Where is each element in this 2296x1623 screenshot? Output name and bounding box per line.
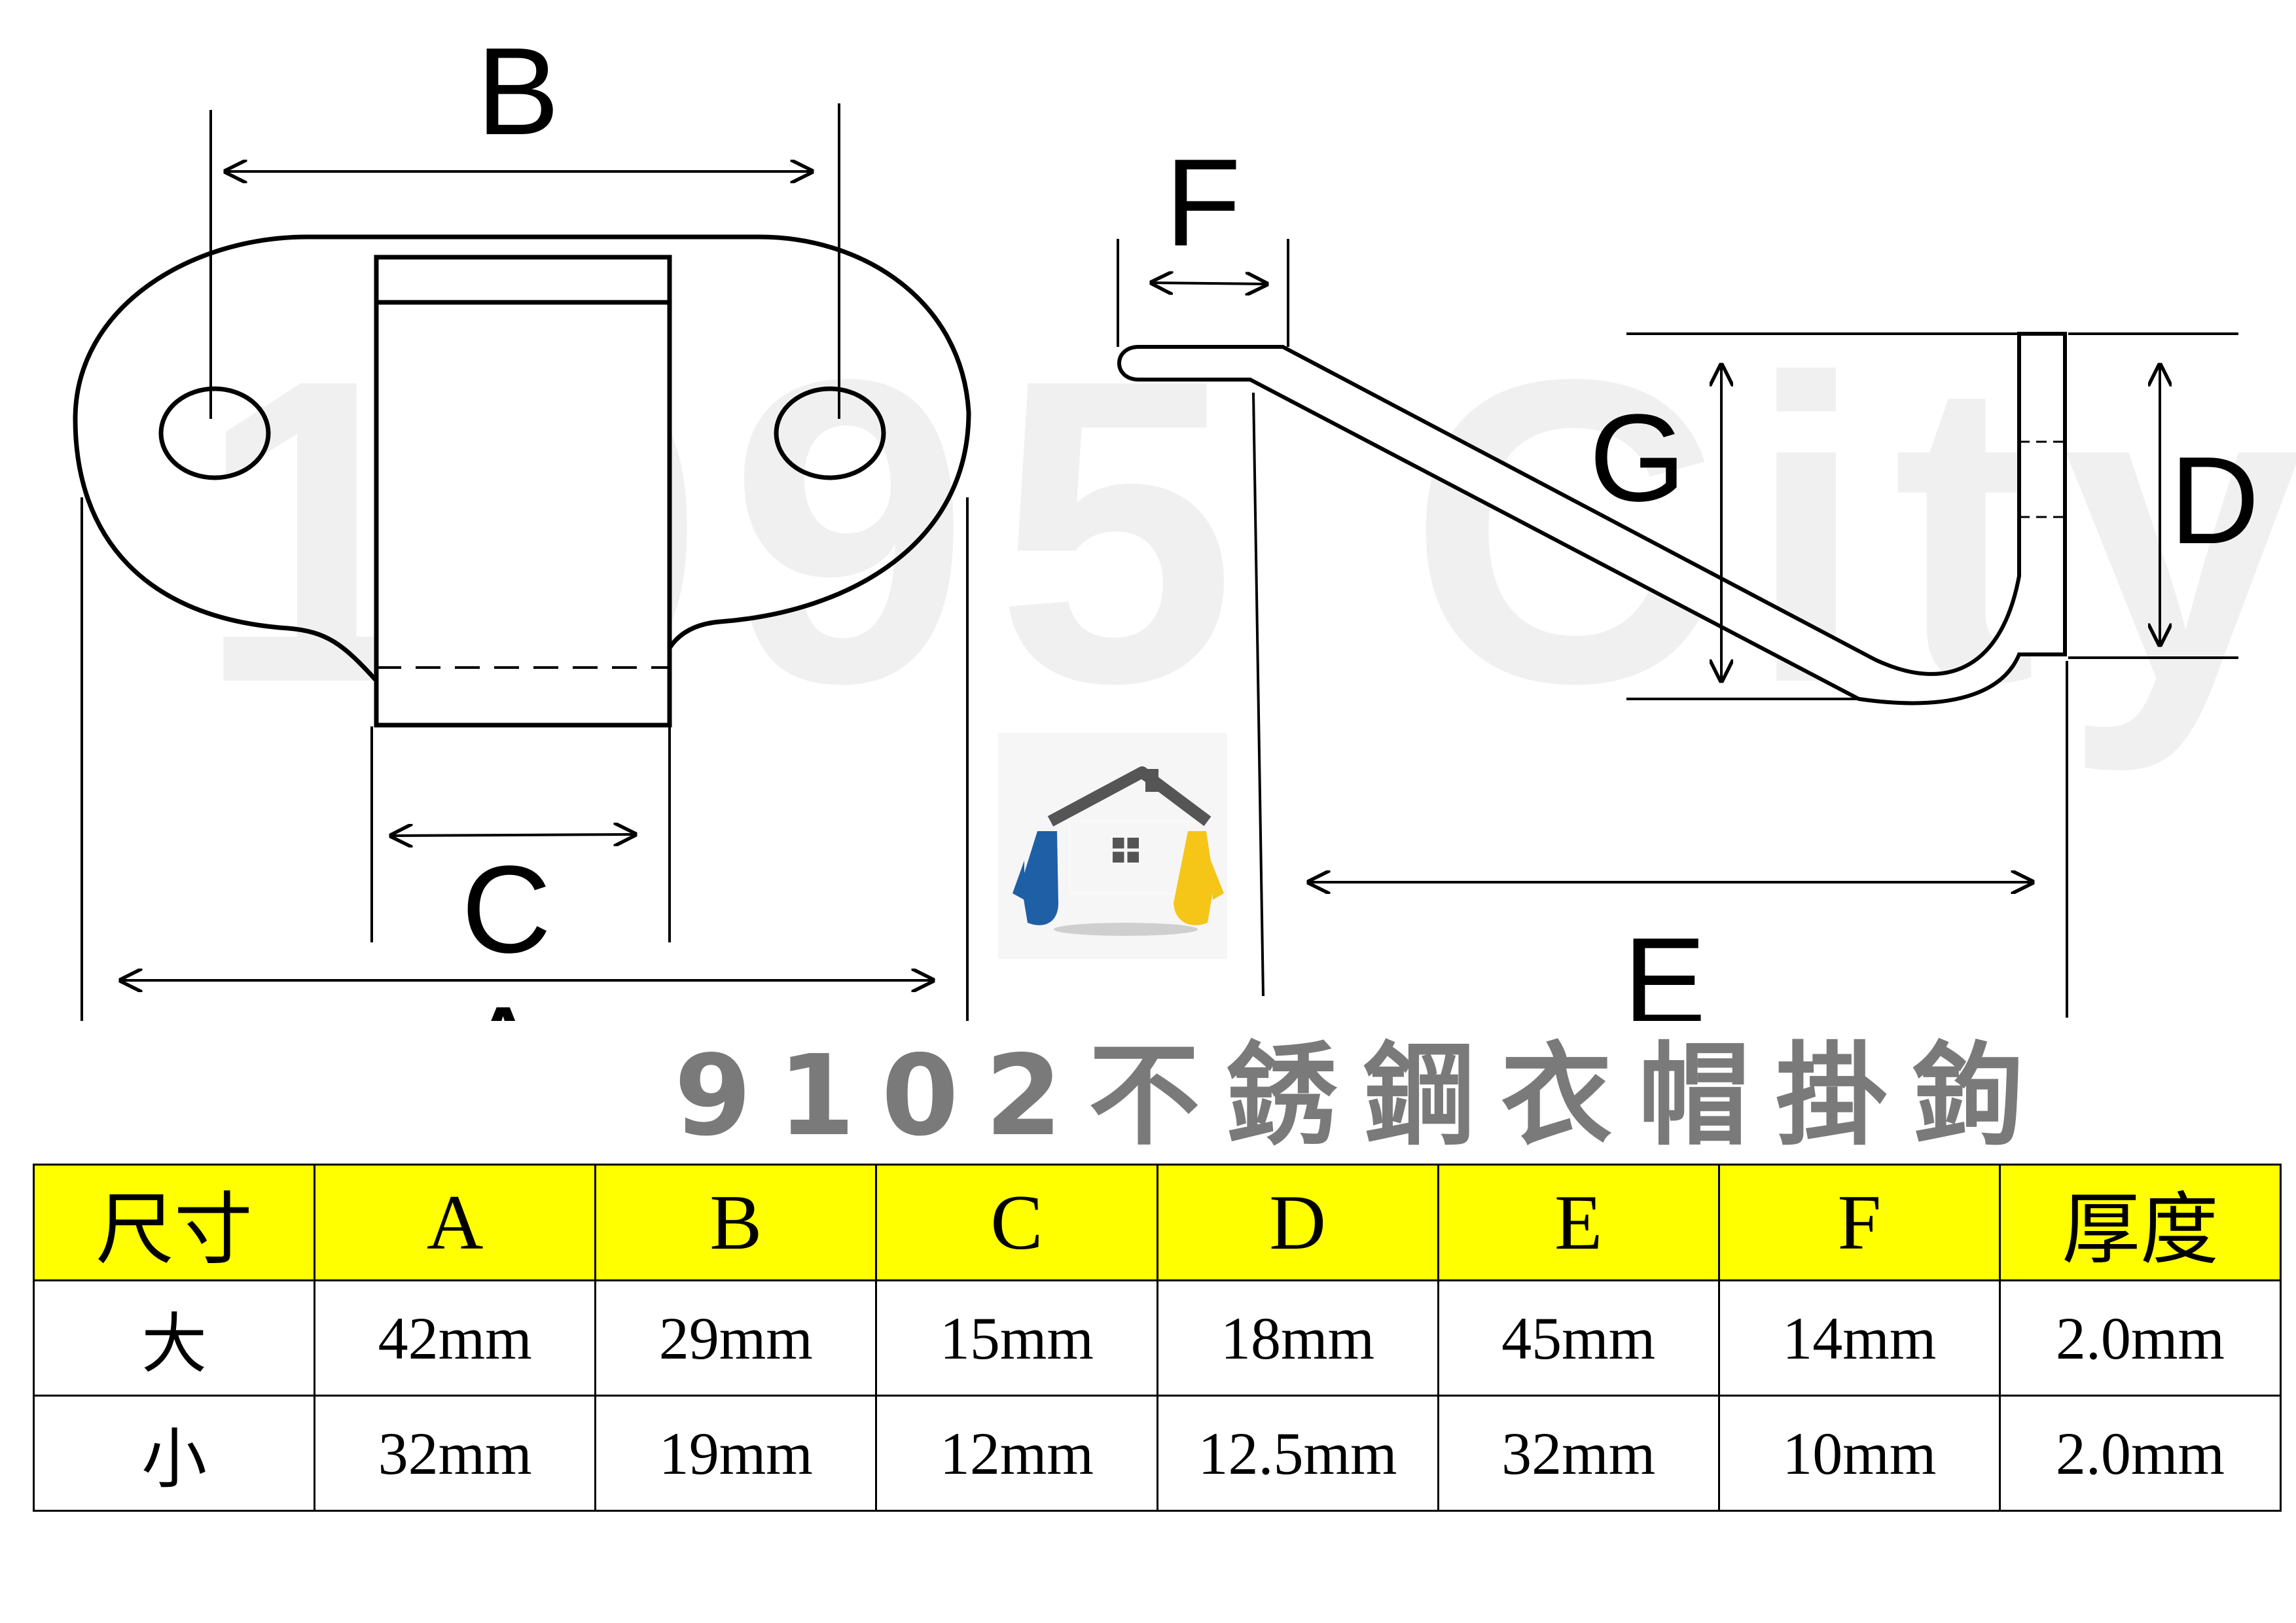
header-b: B [594, 1164, 878, 1281]
row-label-large: 大 [32, 1279, 316, 1397]
cell-value: 2.0mm [1998, 1279, 2282, 1397]
label-e: E [1623, 912, 1706, 1021]
label-f: F [1165, 134, 1241, 272]
screw-hole-right [774, 386, 886, 480]
table-row: 小 32mm 19mm 12mm 12.5mm 32mm 10mm 2.0mm [32, 1395, 2282, 1512]
header-c: C [875, 1164, 1158, 1281]
cell-value: 32mm [314, 1395, 597, 1512]
label-c: C [461, 840, 551, 979]
house-hands-logo-icon [998, 733, 1227, 959]
label-b: B [476, 22, 560, 161]
side-dimensions [1117, 239, 2238, 1018]
table-row: 大 42mm 29mm 15mm 18mm 45mm 14mm 2.0mm [32, 1279, 2282, 1397]
cell-value: 18mm [1156, 1279, 1439, 1397]
label-g: G [1589, 389, 1686, 527]
front-dimensions [81, 103, 969, 1021]
cell-value: 15mm [875, 1279, 1158, 1397]
cell-value: 12mm [875, 1395, 1158, 1512]
dim-f-arrow [1152, 283, 1266, 284]
header-f: F [1717, 1164, 2001, 1281]
cell-value: 12.5mm [1156, 1395, 1439, 1512]
label-d: D [2170, 431, 2259, 570]
header-size: 尺寸 [32, 1164, 316, 1281]
screw-hole-left [158, 386, 271, 480]
header-thickness: 厚度 [1998, 1164, 2282, 1281]
cell-value: 42mm [314, 1279, 597, 1397]
cell-value: 19mm [594, 1395, 878, 1512]
product-title: 9102不銹鋼衣帽掛鉤 [674, 1031, 2051, 1161]
hook-profile [1117, 332, 2067, 705]
header-e: E [1437, 1164, 1720, 1281]
cell-value: 29mm [594, 1279, 878, 1397]
table-header-row: 尺寸 A B C D E F 厚度 [32, 1164, 2282, 1281]
header-a: A [314, 1164, 597, 1281]
size-spec-table: 尺寸 A B C D E F 厚度 大 42mm 29mm 15mm 18mm … [32, 1164, 2282, 1512]
front-view [73, 234, 971, 728]
cell-value: 32mm [1437, 1395, 1720, 1512]
cell-value: 14mm [1717, 1279, 2001, 1397]
hook-neck-rect [374, 255, 672, 728]
dimension-diagram: 1995 City B C A [73, 22, 2296, 1021]
side-view [1117, 332, 2067, 705]
row-label-small: 小 [32, 1395, 316, 1512]
dim-c-arrow [391, 834, 635, 836]
header-d: D [1156, 1164, 1439, 1281]
cell-value: 2.0mm [1998, 1395, 2282, 1512]
cell-value: 45mm [1437, 1279, 1720, 1397]
label-a: A [461, 981, 545, 1021]
cell-value: 10mm [1717, 1395, 2001, 1512]
